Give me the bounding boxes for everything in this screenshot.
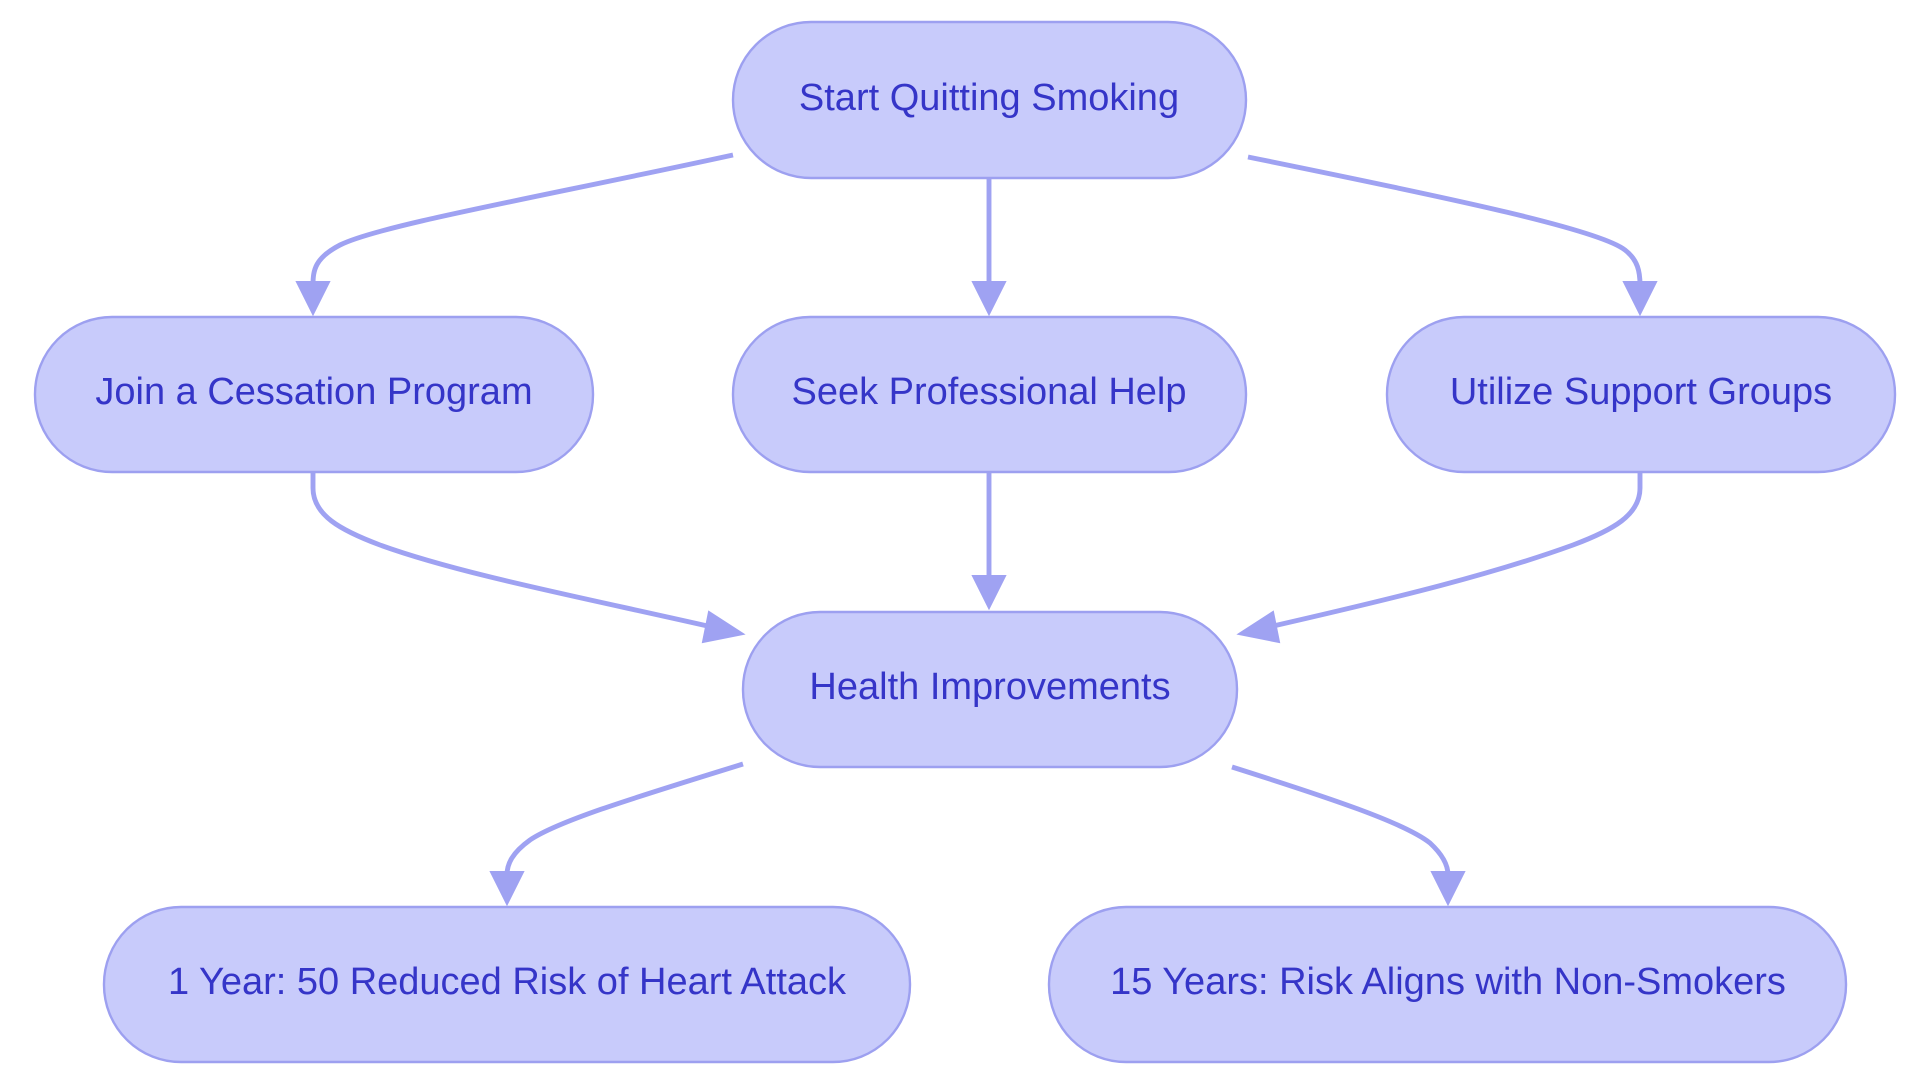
node-label: 1 Year: 50 Reduced Risk of Heart Attack	[168, 961, 847, 1003]
edge-support-to-health	[1236, 472, 1643, 644]
arrow-head-icon	[1622, 281, 1658, 317]
arrow-head-icon	[489, 871, 525, 907]
edge-start-to-cessation	[295, 152, 734, 317]
edge-health-to-fifteen-years	[1231, 764, 1466, 907]
node-label: Utilize Support Groups	[1450, 371, 1832, 413]
node-label: 15 Years: Risk Aligns with Non-Smokers	[1110, 961, 1786, 1003]
edge-professional-to-health	[971, 472, 1007, 611]
node-start[interactable]: Start Quitting Smoking	[731, 20, 1248, 180]
edge-start-to-support	[1247, 154, 1658, 317]
edge-start-to-professional	[971, 178, 1007, 317]
node-one-year[interactable]: 1 Year: 50 Reduced Risk of Heart Attack	[102, 905, 912, 1064]
node-label: Start Quitting Smoking	[799, 77, 1179, 119]
arrow-head-icon	[295, 281, 331, 317]
edge-cessation-to-health	[310, 472, 746, 644]
arrow-head-icon	[701, 610, 746, 644]
node-cessation[interactable]: Join a Cessation Program	[33, 315, 595, 474]
node-label: Seek Professional Help	[792, 371, 1187, 413]
node-label: Health Improvements	[809, 666, 1170, 708]
node-professional[interactable]: Seek Professional Help	[731, 315, 1248, 474]
arrow-head-icon	[1236, 610, 1281, 644]
edge-health-to-one-year	[489, 761, 744, 907]
node-fifteen-years[interactable]: 15 Years: Risk Aligns with Non-Smokers	[1047, 905, 1848, 1064]
node-label: Join a Cessation Program	[95, 371, 532, 413]
arrow-head-icon	[971, 575, 1007, 611]
arrow-head-icon	[971, 281, 1007, 317]
node-support[interactable]: Utilize Support Groups	[1385, 315, 1897, 474]
node-health[interactable]: Health Improvements	[741, 610, 1239, 769]
arrow-head-icon	[1430, 871, 1466, 907]
edges	[295, 152, 1658, 907]
